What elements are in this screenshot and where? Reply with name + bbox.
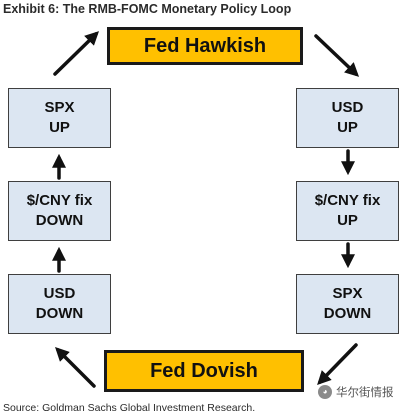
cny-fix-up-line1: $/CNY fix	[314, 191, 381, 209]
spx-up-node: SPX UP	[8, 88, 111, 148]
fed-hawkish-label: Fed Hawkish	[143, 34, 267, 57]
cny-fix-up-line2: UP	[337, 212, 358, 229]
arrow-spx-up-to-fed-hawkish	[53, 31, 100, 76]
arrow-spx-down-to-fed-dovish	[317, 343, 358, 386]
cny-fix-down-line1: $/CNY fix	[26, 191, 93, 209]
usd-down-line2: DOWN	[35, 305, 84, 322]
watermark-text: 华尔街情报	[336, 387, 394, 399]
fed-dovish-label: Fed Dovish	[150, 359, 258, 382]
arrow-fed-hawkish-to-usd-up	[314, 34, 360, 77]
fed-hawkish-node: Fed Hawkish	[107, 27, 303, 65]
cny-fix-down-line2: DOWN	[35, 212, 84, 229]
source-note: Source: Goldman Sachs Global Investment …	[3, 402, 256, 414]
watermark: ◕ 华尔街情报	[318, 384, 394, 400]
spx-down-line2: DOWN	[323, 305, 372, 322]
usd-up-line1: USD	[331, 98, 364, 116]
spx-up-line1: SPX	[44, 98, 75, 116]
usd-down-node: USD DOWN	[8, 274, 111, 334]
usd-up-line2: UP	[337, 119, 358, 136]
diagram-title: Exhibit 6: The RMB-FOMC Monetary Policy …	[3, 2, 292, 16]
spx-down-node: SPX DOWN	[296, 274, 399, 334]
cny-fix-down-node: $/CNY fix DOWN	[8, 181, 111, 241]
usd-up-node: USD UP	[296, 88, 399, 148]
spx-down-line1: SPX	[332, 284, 363, 302]
usd-down-line1: USD	[43, 284, 76, 302]
spx-up-line2: UP	[49, 119, 70, 136]
arrow-fed-dovish-to-usd-down	[55, 347, 96, 388]
wechat-icon: ◕	[318, 385, 332, 399]
cny-fix-up-node: $/CNY fix UP	[296, 181, 399, 241]
fed-dovish-node: Fed Dovish	[104, 350, 304, 392]
